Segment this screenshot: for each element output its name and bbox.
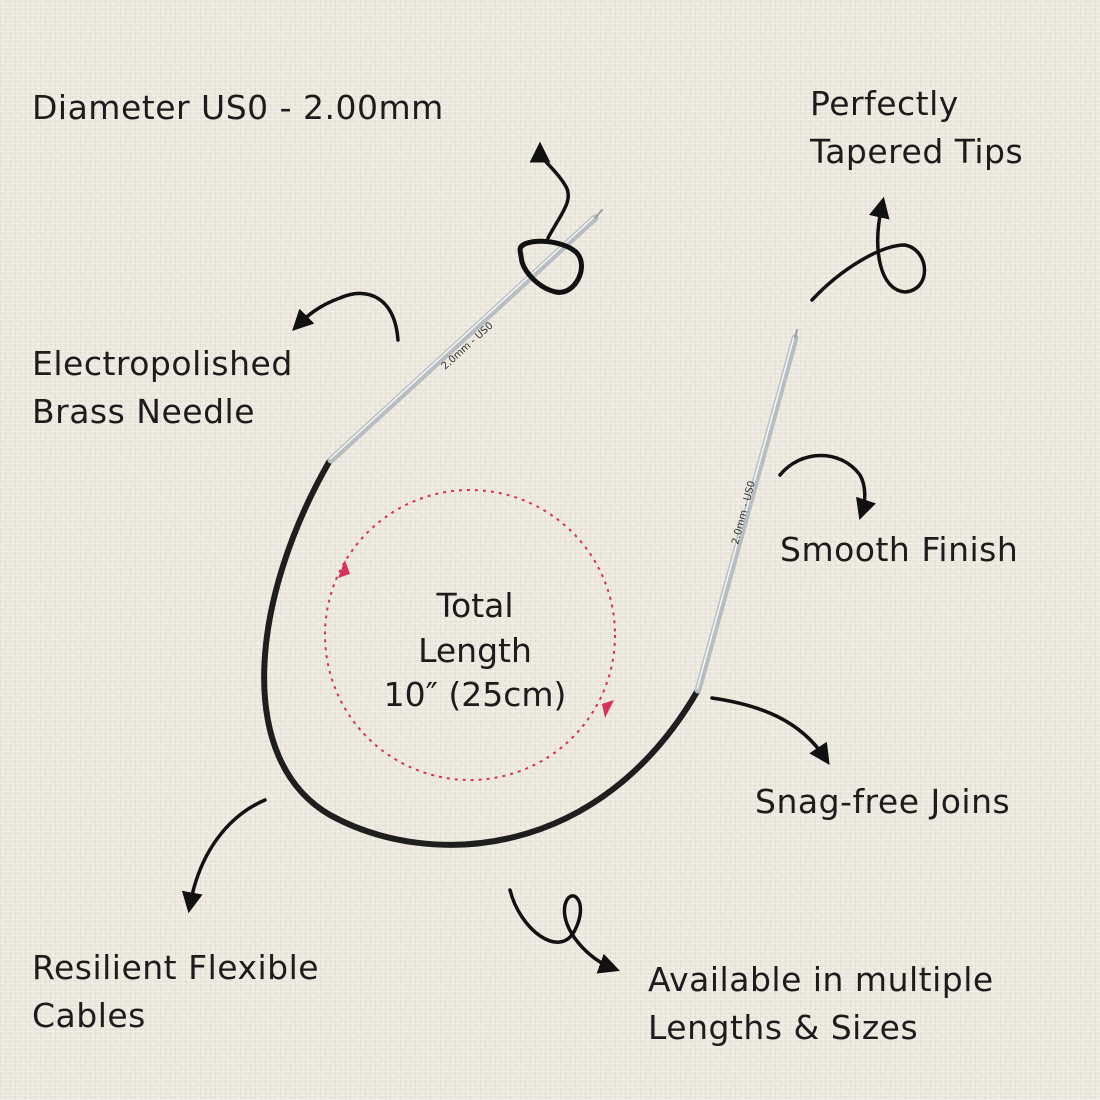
smooth-label: Smooth Finish <box>780 526 1018 574</box>
smooth-text: Smooth Finish <box>780 530 1019 569</box>
diameter-arrow-icon <box>529 141 571 240</box>
joins-arrow-icon <box>710 696 830 766</box>
cables-arrow-icon <box>181 798 267 914</box>
lengths-text-line1: Available in multiple <box>648 960 994 999</box>
total-text-line2: Length <box>418 630 532 670</box>
joins-text: Snag-free Joins <box>755 782 1011 821</box>
joins-label: Snag-free Joins <box>755 778 1010 826</box>
tips-arrow-icon <box>810 196 927 302</box>
tips-text-line2: Tapered Tips <box>810 131 1024 171</box>
total-text-line1: Total <box>436 586 514 625</box>
dashed-circular-arrow-icon <box>324 489 616 781</box>
tips-text-line1: Perfectly <box>810 84 959 123</box>
brass-text-line1: Electropolished <box>32 344 293 383</box>
brass-label: Electropolished Brass Needle <box>32 340 293 436</box>
smooth-arrow-icon <box>778 453 876 520</box>
brass-arrow-icon <box>292 291 400 342</box>
diameter-label: Diameter US0 - 2.00mm <box>32 84 444 132</box>
cables-label: Resilient Flexible Cables <box>32 944 319 1040</box>
left-needle-mark: 2.0mm - US0 <box>440 320 496 372</box>
diameter-text: Diameter US0 - 2.00mm <box>32 88 444 127</box>
tips-label: Perfectly Tapered Tips <box>810 80 1023 176</box>
cables-text-line1: Resilient Flexible <box>32 948 320 987</box>
lengths-text-line2: Lengths & Sizes <box>648 1007 919 1047</box>
lengths-arrow-icon <box>508 888 620 974</box>
total-length-label: Total Length 10″ (25cm) <box>360 584 590 718</box>
brass-text-line2: Brass Needle <box>32 391 256 431</box>
right-needle: 2.0mm - US0 <box>694 329 799 694</box>
cables-text-line2: Cables <box>32 995 146 1035</box>
total-text-line3: 10″ (25cm) <box>383 675 567 715</box>
left-needle: 2.0mm - US0 <box>327 209 603 464</box>
stitch-marker-ring <box>517 238 584 295</box>
lengths-label: Available in multiple Lengths & Sizes <box>648 956 994 1052</box>
flexible-cable <box>261 459 701 848</box>
